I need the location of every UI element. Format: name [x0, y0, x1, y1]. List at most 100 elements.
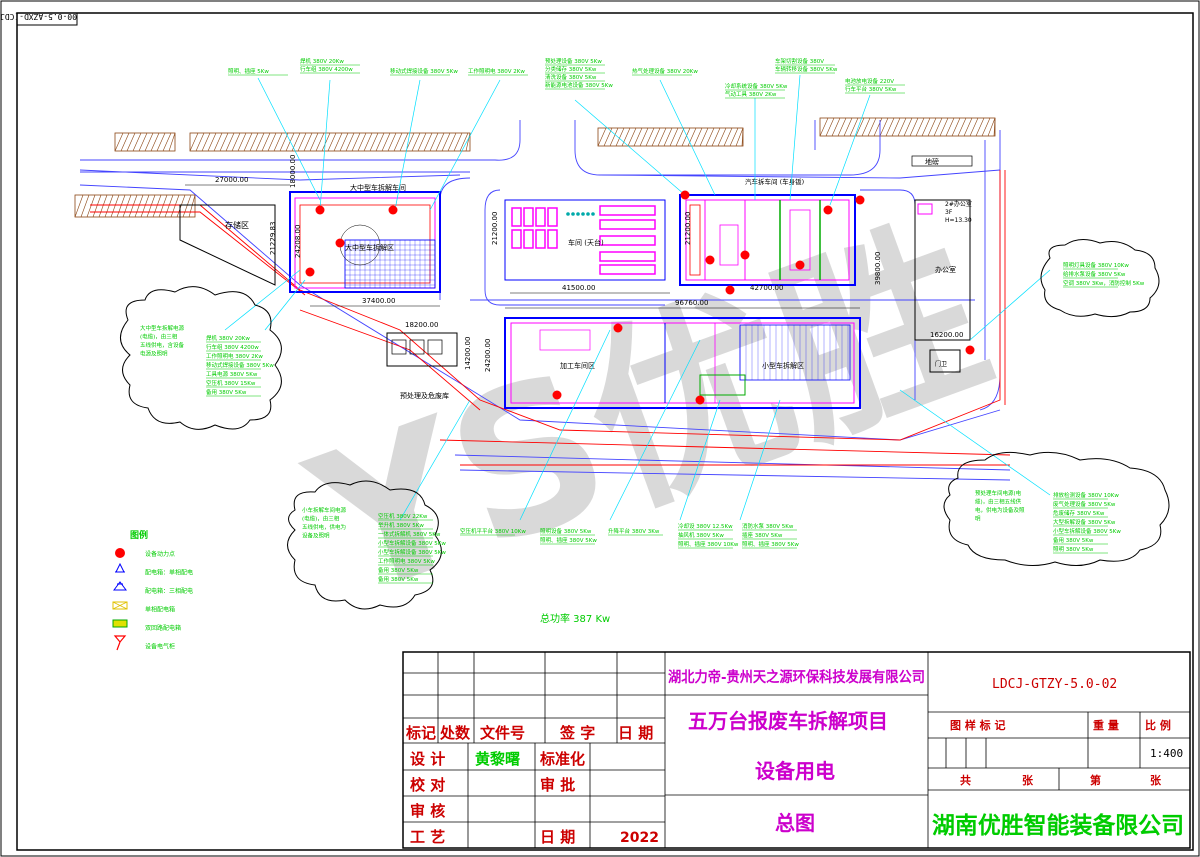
legend-dual-box-icon — [112, 619, 128, 628]
callouts-right-item: 废气处理设备 380V 5Kw — [1053, 500, 1116, 508]
roads — [79, 120, 1011, 481]
cloud-left-note: 大中型车拆解电源(电缆)，由三相五线供电，含设备电源及照明 — [140, 324, 185, 358]
power-point — [855, 195, 865, 205]
callout-top-line: 移动式焊接设备 380V 5Kw — [390, 67, 458, 75]
callouts-bl-item: 一体式拆解机 380V 5Kw — [378, 530, 441, 538]
total-sheets-label: 张 — [1022, 773, 1034, 787]
power-point — [740, 250, 750, 260]
check-label: 校 对 — [410, 776, 445, 794]
legend-point-icon — [115, 548, 125, 558]
year-value: 2022 — [620, 830, 659, 846]
approve-label: 审 批 — [540, 776, 575, 794]
callouts-ne-item: 给排水泵设备 380V 5Kw — [1063, 270, 1126, 278]
power-point — [795, 260, 805, 270]
callout-top-line: 照明、插座 5Kw — [228, 67, 269, 75]
designer-name: 黄黎曙 — [475, 750, 520, 768]
callouts-ne-item: 照明灯具设备 380V 10Kw — [1063, 261, 1129, 269]
callout-top-line: 车架切割设备 380V — [775, 57, 824, 65]
dimension-d24208: 24208.00 — [294, 225, 302, 258]
power-point — [315, 205, 325, 215]
callout-top-line: 热气处理设备 380V 20Kw — [632, 67, 698, 75]
power-point — [705, 255, 715, 265]
legend-cabinet-icon — [113, 635, 127, 651]
callout-bottom-0: 空压机平平台 380V 10Kw — [460, 527, 526, 536]
callouts-bl-item: 小型车拆解设备 380V 5Kw — [378, 548, 446, 556]
callout-top-line: 预处理设备 380V 5Kw — [545, 57, 602, 65]
dimension-d18200: 18200.00 — [405, 321, 438, 329]
title-block: 标记 处数 文件号 签 字 日 期 设 计 黄黎曙 标准化 校 对 审 批 审 … — [402, 651, 1191, 849]
callout-bottom-line: 抽风机 380V 5Kw — [678, 531, 724, 539]
legend-three-phase-icon — [113, 581, 127, 591]
storage-area: 存储区 — [179, 204, 276, 286]
office-1-height: H=13.30 — [945, 217, 972, 224]
legend-item-label: 设备动力点 — [145, 550, 175, 558]
storage-label: 存储区 — [225, 220, 249, 230]
callout-top-line: 行车平台 380V 5Kw — [845, 85, 897, 93]
callouts-bl-item: 小型车拆解设备 380V 5Kw — [378, 539, 446, 547]
factory-zone-label: 车间 (天台) — [568, 238, 604, 247]
power-point — [680, 190, 690, 200]
rev-header-count: 处数 — [439, 724, 471, 742]
legend-item-label: 双回路配电箱 — [145, 624, 181, 632]
rev-header-sign: 签 字 — [559, 724, 595, 742]
stage-label: 图 样 标 记 — [950, 718, 1006, 732]
cloud-ne — [1040, 239, 1160, 318]
callouts-left-item: 焊机 380V 20Kw — [206, 334, 250, 342]
callouts-right-item: 小型车拆解设备 380V 5Kw — [1053, 527, 1121, 535]
callout-bottom-2: 升降平台 380V 3Kw — [608, 527, 663, 536]
legend-title: 图例 — [130, 529, 148, 541]
cloud-right — [943, 451, 1170, 566]
client-name: 湖北力帝-贵州天之源环保科技发展有限公司 — [668, 668, 925, 686]
dimension-d96760: 96760.00 — [675, 299, 708, 307]
total-power: 总功率 387 Kw — [540, 612, 610, 625]
company-name: 湖南优胜智能装备限公司 — [932, 812, 1184, 839]
rev-header-mark: 标记 — [405, 724, 436, 742]
callout-top-line: 清洗设备 380V 5Kw — [545, 73, 597, 81]
power-point — [695, 395, 705, 405]
legend-single-box-icon — [112, 601, 128, 610]
callouts-ne-item: 空调 380V 3Kw，消防控制 5Kw — [1063, 279, 1145, 287]
callouts-left-item: 空压机 380V 15Kw — [206, 379, 256, 387]
scale-label: 比 例 — [1145, 718, 1171, 732]
callout-bottom-line: 照明、插座 380V 10Kw — [678, 540, 739, 548]
review-label: 审 核 — [410, 802, 445, 820]
power-point — [335, 238, 345, 248]
power-point — [965, 345, 975, 355]
cloud-left — [120, 286, 282, 430]
callouts-bl-item: 备用 380V 5Kw — [378, 575, 419, 583]
dimension-d42700: 42700.00 — [750, 284, 783, 292]
callouts-left-item: 移动式焊接设备 380V 5Kw — [206, 361, 274, 369]
callouts-left-item: 工具电源 380V 5Kw — [206, 370, 258, 378]
power-point — [613, 323, 623, 333]
callouts-bl-item: 工作照明电 380V 5Kw — [378, 557, 435, 565]
callout-bottom-line: 照明、插座 380V 5Kw — [540, 536, 597, 544]
callout-top-line: 电池放电设备 220V — [845, 77, 894, 85]
office-1-floors: 3F — [945, 209, 953, 216]
cloud-bottom-left — [287, 480, 442, 610]
callouts-bl-item: 举升机 380V 5Kw — [378, 521, 424, 529]
dimension-d21200b: 21200.00 — [684, 212, 692, 245]
callout-leaders — [224, 74, 1051, 521]
callout-top-line: 行车组 380V 4200w — [300, 65, 353, 73]
drawing-code-mirrored: 00-0.5-AZXD-[CDJ — [0, 12, 77, 21]
rev-header-doc: 文件号 — [480, 724, 525, 742]
dimension-d24200: 24200.00 — [484, 339, 492, 372]
callouts-right-item: 危废储存 380V 5Kw — [1053, 509, 1105, 517]
callout-bottom-line: 插座 380V 5Kw — [742, 531, 783, 539]
legend-single-phase-icon — [115, 562, 125, 573]
office-2-label: 办公室 — [935, 265, 956, 274]
guard-label: 门卫 — [935, 360, 947, 368]
legend-item-label: 配电箱：三相配电 — [145, 587, 193, 595]
